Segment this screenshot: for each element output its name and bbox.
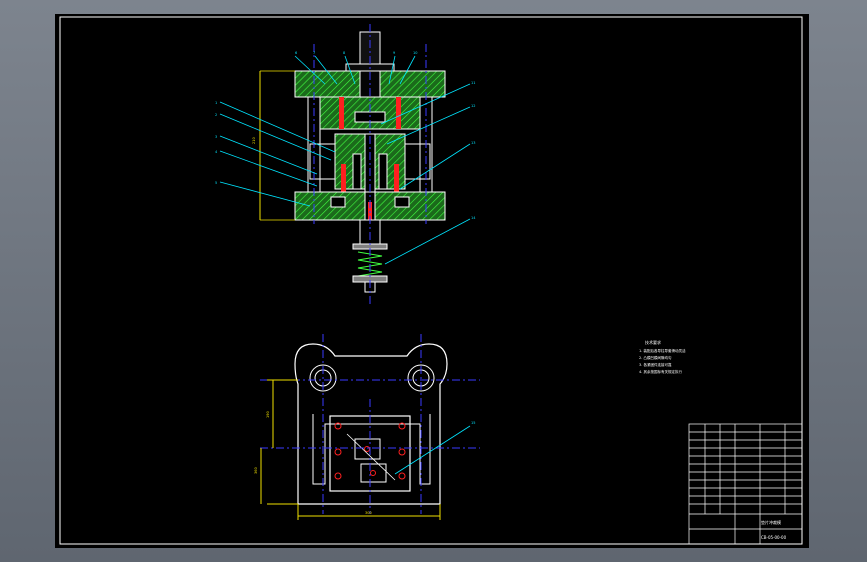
balloon-7: 7 — [313, 51, 315, 55]
note-line: 3. 各紧固件连接可靠 — [639, 362, 672, 367]
plan-view — [260, 334, 480, 520]
drawing-canvas[interactable]: 技术要求 1. 装配后各导柱导套滑动灵活 2. 凸模凹模间隙均匀 3. 各紧固件… — [55, 14, 809, 548]
balloon-6: 6 — [295, 51, 297, 55]
balloon-10: 10 — [413, 51, 417, 55]
balloon-12: 12 — [471, 104, 475, 108]
dim-height-label: 210 — [252, 137, 256, 144]
balloon-9: 9 — [393, 51, 395, 55]
balloon-11: 11 — [471, 81, 475, 85]
balloon-15: 15 — [471, 421, 475, 425]
notes-title: 技术要求 — [645, 339, 661, 345]
balloon-3: 3 — [215, 135, 217, 139]
title-name: 垫片冲裁模 — [761, 519, 781, 525]
balloon-5: 5 — [215, 181, 217, 185]
spring — [357, 251, 383, 277]
part-balloons: 1 2 3 4 5 6 7 8 9 10 11 12 13 14 15 — [215, 51, 476, 425]
dim-side-label: 190 — [266, 411, 270, 418]
screw-top-right — [396, 97, 401, 129]
note-line: 4. 其余按国标有关规定执行 — [639, 369, 682, 374]
plan-dimensions — [260, 379, 441, 520]
screw-top-left — [339, 97, 344, 129]
note-line: 1. 装配后各导柱导套滑动灵活 — [639, 348, 686, 353]
dim-width-label: 300 — [365, 511, 372, 515]
guide-bush-right — [407, 364, 435, 392]
balloon-1: 1 — [215, 101, 217, 105]
leader-lines — [219, 55, 471, 265]
guide-bush-left — [309, 364, 337, 392]
dim-total-label: 360 — [254, 467, 258, 474]
balloon-4: 4 — [215, 150, 218, 154]
sheet-border — [59, 16, 803, 545]
note-line: 2. 凸模凹模间隙均匀 — [639, 355, 672, 360]
drawing-number: CB-05-00-00 — [761, 535, 787, 540]
balloon-14: 14 — [471, 216, 476, 220]
die-set-outline — [294, 343, 448, 505]
balloon-8: 8 — [343, 51, 345, 55]
cad-drawing: 技术要求 1. 装配后各导柱导套滑动灵活 2. 凸模凹模间隙均匀 3. 各紧固件… — [59, 16, 803, 545]
title-block — [688, 423, 803, 545]
section-view — [219, 24, 471, 304]
balloon-13: 13 — [471, 141, 475, 145]
balloon-2: 2 — [215, 113, 217, 117]
